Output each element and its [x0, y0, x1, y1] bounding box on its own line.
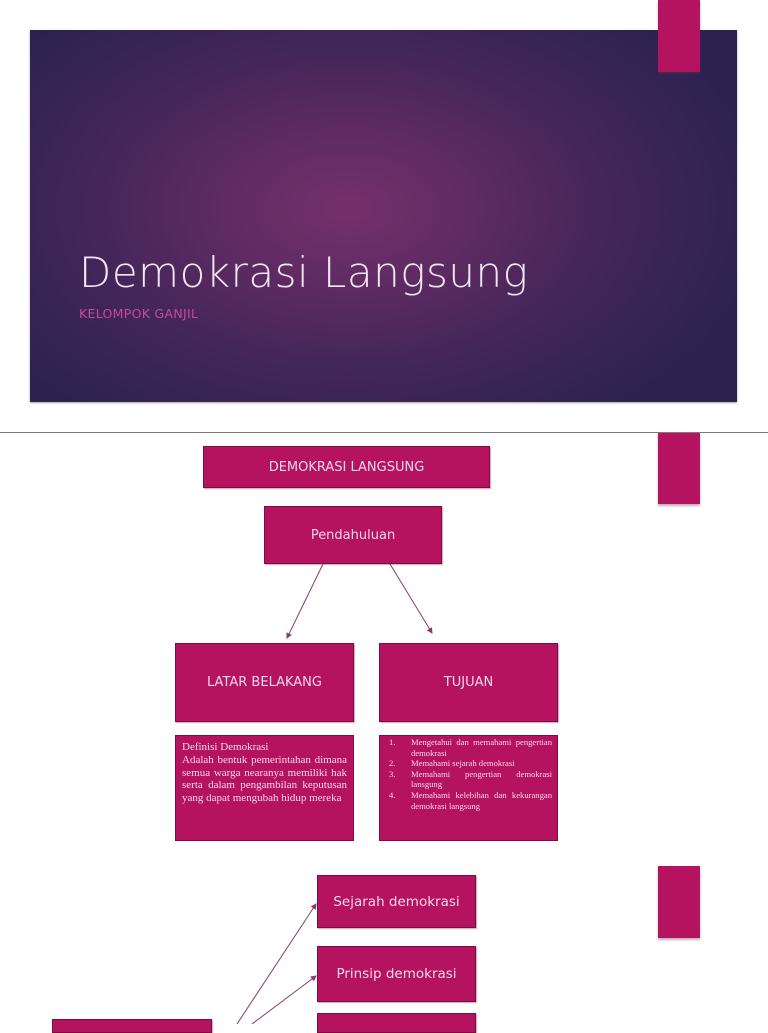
goal-number: 4.: [389, 789, 396, 800]
goal-item: 2. Memahami sejarah demokrasi: [385, 758, 552, 769]
definition-textbox: Definisi Demokrasi Adalah bentuk pemerin…: [175, 735, 354, 841]
goal-item: 4. Memahami kelebihan dan kekurangan dem…: [385, 790, 552, 811]
goal-number: 3.: [389, 768, 396, 779]
definition-heading: Definisi Demokrasi: [182, 741, 269, 753]
topic-box-sejarah: Sejarah demokrasi: [317, 875, 476, 928]
arrow-to-latar-belakang: [286, 563, 324, 639]
arrow-to-tujuan: [389, 563, 433, 634]
goal-text: Memahami kelebihan dan kekurangan demokr…: [411, 789, 552, 811]
slide-divider: [0, 432, 768, 433]
accent-tab: [658, 0, 700, 72]
diagram-root-box: Pendahuluan: [264, 506, 442, 564]
definition-body: Adalah bentuk pemerintahan dimana semua …: [182, 753, 347, 805]
diagram-header-box: DEMOKRASI LANGSUNG: [203, 446, 490, 488]
goal-text: Mengetahui dan memahami pengertian demok…: [411, 737, 552, 758]
source-box-partial: [52, 1019, 212, 1033]
branch-box-tujuan: TUJUAN: [379, 643, 558, 722]
topic-box-prinsip: Prinsip demokrasi: [317, 946, 476, 1002]
goal-item: 1. Mengetahui dan memahami pengertian de…: [385, 737, 552, 758]
arrow-to-prinsip: [251, 975, 317, 1024]
goals-textbox: 1. Mengetahui dan memahami pengertian de…: [379, 735, 558, 841]
branch-box-latar-belakang: LATAR BELAKANG: [175, 643, 354, 722]
accent-tab: [658, 433, 700, 504]
title-slide: Demokrasi Langsung KELOMPOK GANJIL: [30, 30, 737, 402]
accent-tab: [658, 866, 700, 938]
slide-title: Demokrasi Langsung: [79, 248, 529, 297]
arrow-to-sejarah: [236, 903, 317, 1024]
goal-text: Memahami pengertian demokrasi lansgung: [411, 768, 552, 790]
goal-number: 2.: [389, 758, 396, 769]
goal-item: 3. Memahami pengertian demokrasi lansgun…: [385, 769, 552, 790]
topic-box-partial: [317, 1013, 476, 1033]
goal-text: Memahami sejarah demokrasi: [411, 758, 515, 769]
goal-number: 1.: [389, 737, 396, 747]
slide-subtitle: KELOMPOK GANJIL: [79, 306, 199, 321]
